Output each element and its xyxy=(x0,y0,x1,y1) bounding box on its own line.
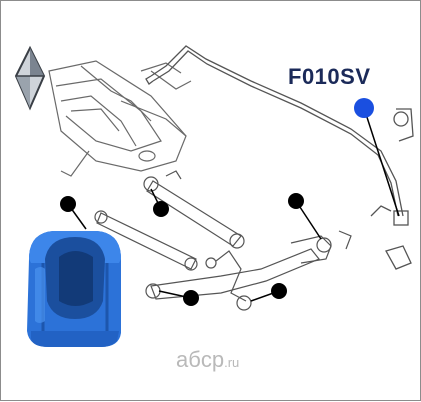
watermark: aбcp.ru xyxy=(176,347,239,373)
subframe-drawing xyxy=(48,60,192,177)
watermark-brand: aбcp xyxy=(176,347,225,372)
part-code: F010SV xyxy=(288,64,371,89)
watermark-domain: .ru xyxy=(224,355,240,370)
control-arms xyxy=(94,170,352,311)
diamond-logo-icon xyxy=(14,45,46,111)
black-dot-icon xyxy=(288,193,304,209)
stabilizer-bar xyxy=(145,45,414,270)
stabilizer-bushing-image xyxy=(27,231,121,347)
black-dot-icon xyxy=(183,290,199,306)
black-dot-icon xyxy=(153,201,169,217)
black-dot-icon xyxy=(60,196,76,212)
blue-dot-icon xyxy=(354,98,374,118)
black-dot-icon xyxy=(271,283,287,299)
